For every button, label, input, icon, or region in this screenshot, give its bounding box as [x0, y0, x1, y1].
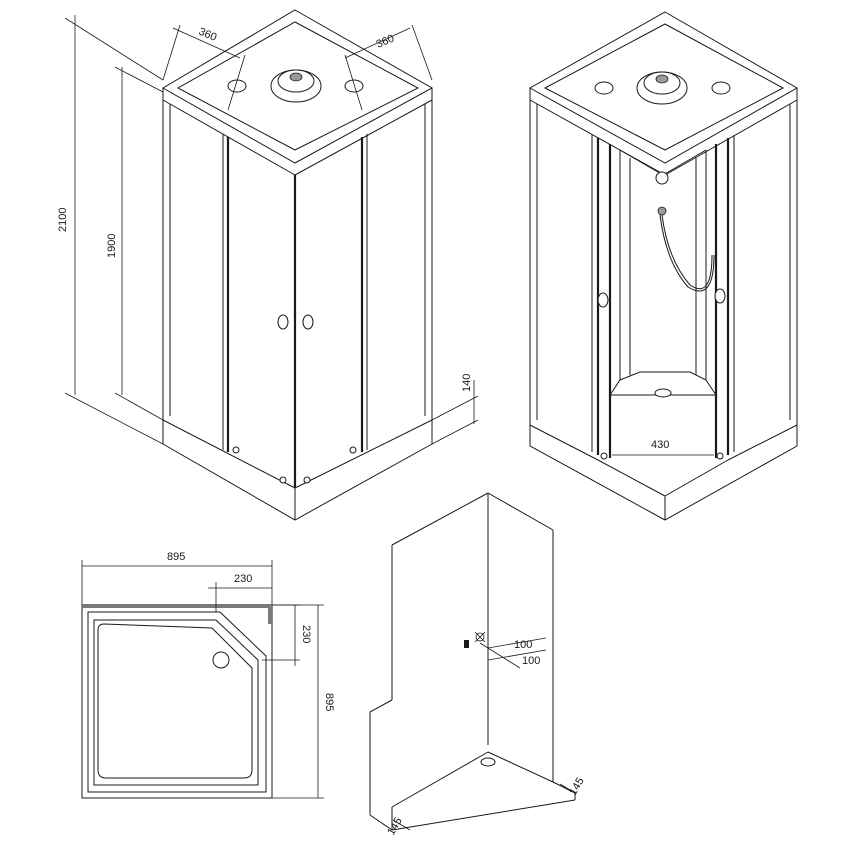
closed-cabin-view: 360 360 2100 1900 140 [57, 9, 479, 521]
water-outlet-icon [464, 631, 486, 648]
dimension-2100: 2100 [57, 208, 69, 232]
door-handle-icon [277, 314, 314, 330]
dimension-100-b: 100 [522, 655, 540, 667]
open-cabin-view: 430 [528, 11, 799, 521]
dimension-360-right: 360 [374, 33, 396, 51]
dimension-100-a: 100 [514, 639, 532, 651]
dimension-360-left: 360 [197, 26, 219, 44]
dimension-140: 140 [461, 374, 473, 392]
dimension-1900: 1900 [106, 234, 118, 258]
hand-shower-icon [655, 171, 715, 292]
dimension-895-depth: 895 [323, 693, 335, 711]
rain-shower-head-icon [636, 71, 688, 105]
tray-plan-view: 895 230 230 895 [81, 551, 335, 799]
dimension-230-horizontal: 230 [234, 573, 252, 585]
door-handle-icon [597, 288, 726, 308]
drain-icon [480, 757, 496, 767]
dimension-430: 430 [651, 439, 669, 451]
roof-light-icon [594, 81, 731, 95]
dimension-895-width: 895 [167, 551, 185, 563]
dimension-230-vertical: 230 [300, 625, 312, 643]
rain-shower-head-icon [270, 69, 322, 103]
dimension-145-right: 145 [567, 776, 587, 798]
installation-corner-view: 100 100 145 145 [369, 492, 587, 838]
roof-light-icon [227, 79, 364, 93]
dimension-145-left: 145 [385, 816, 405, 838]
